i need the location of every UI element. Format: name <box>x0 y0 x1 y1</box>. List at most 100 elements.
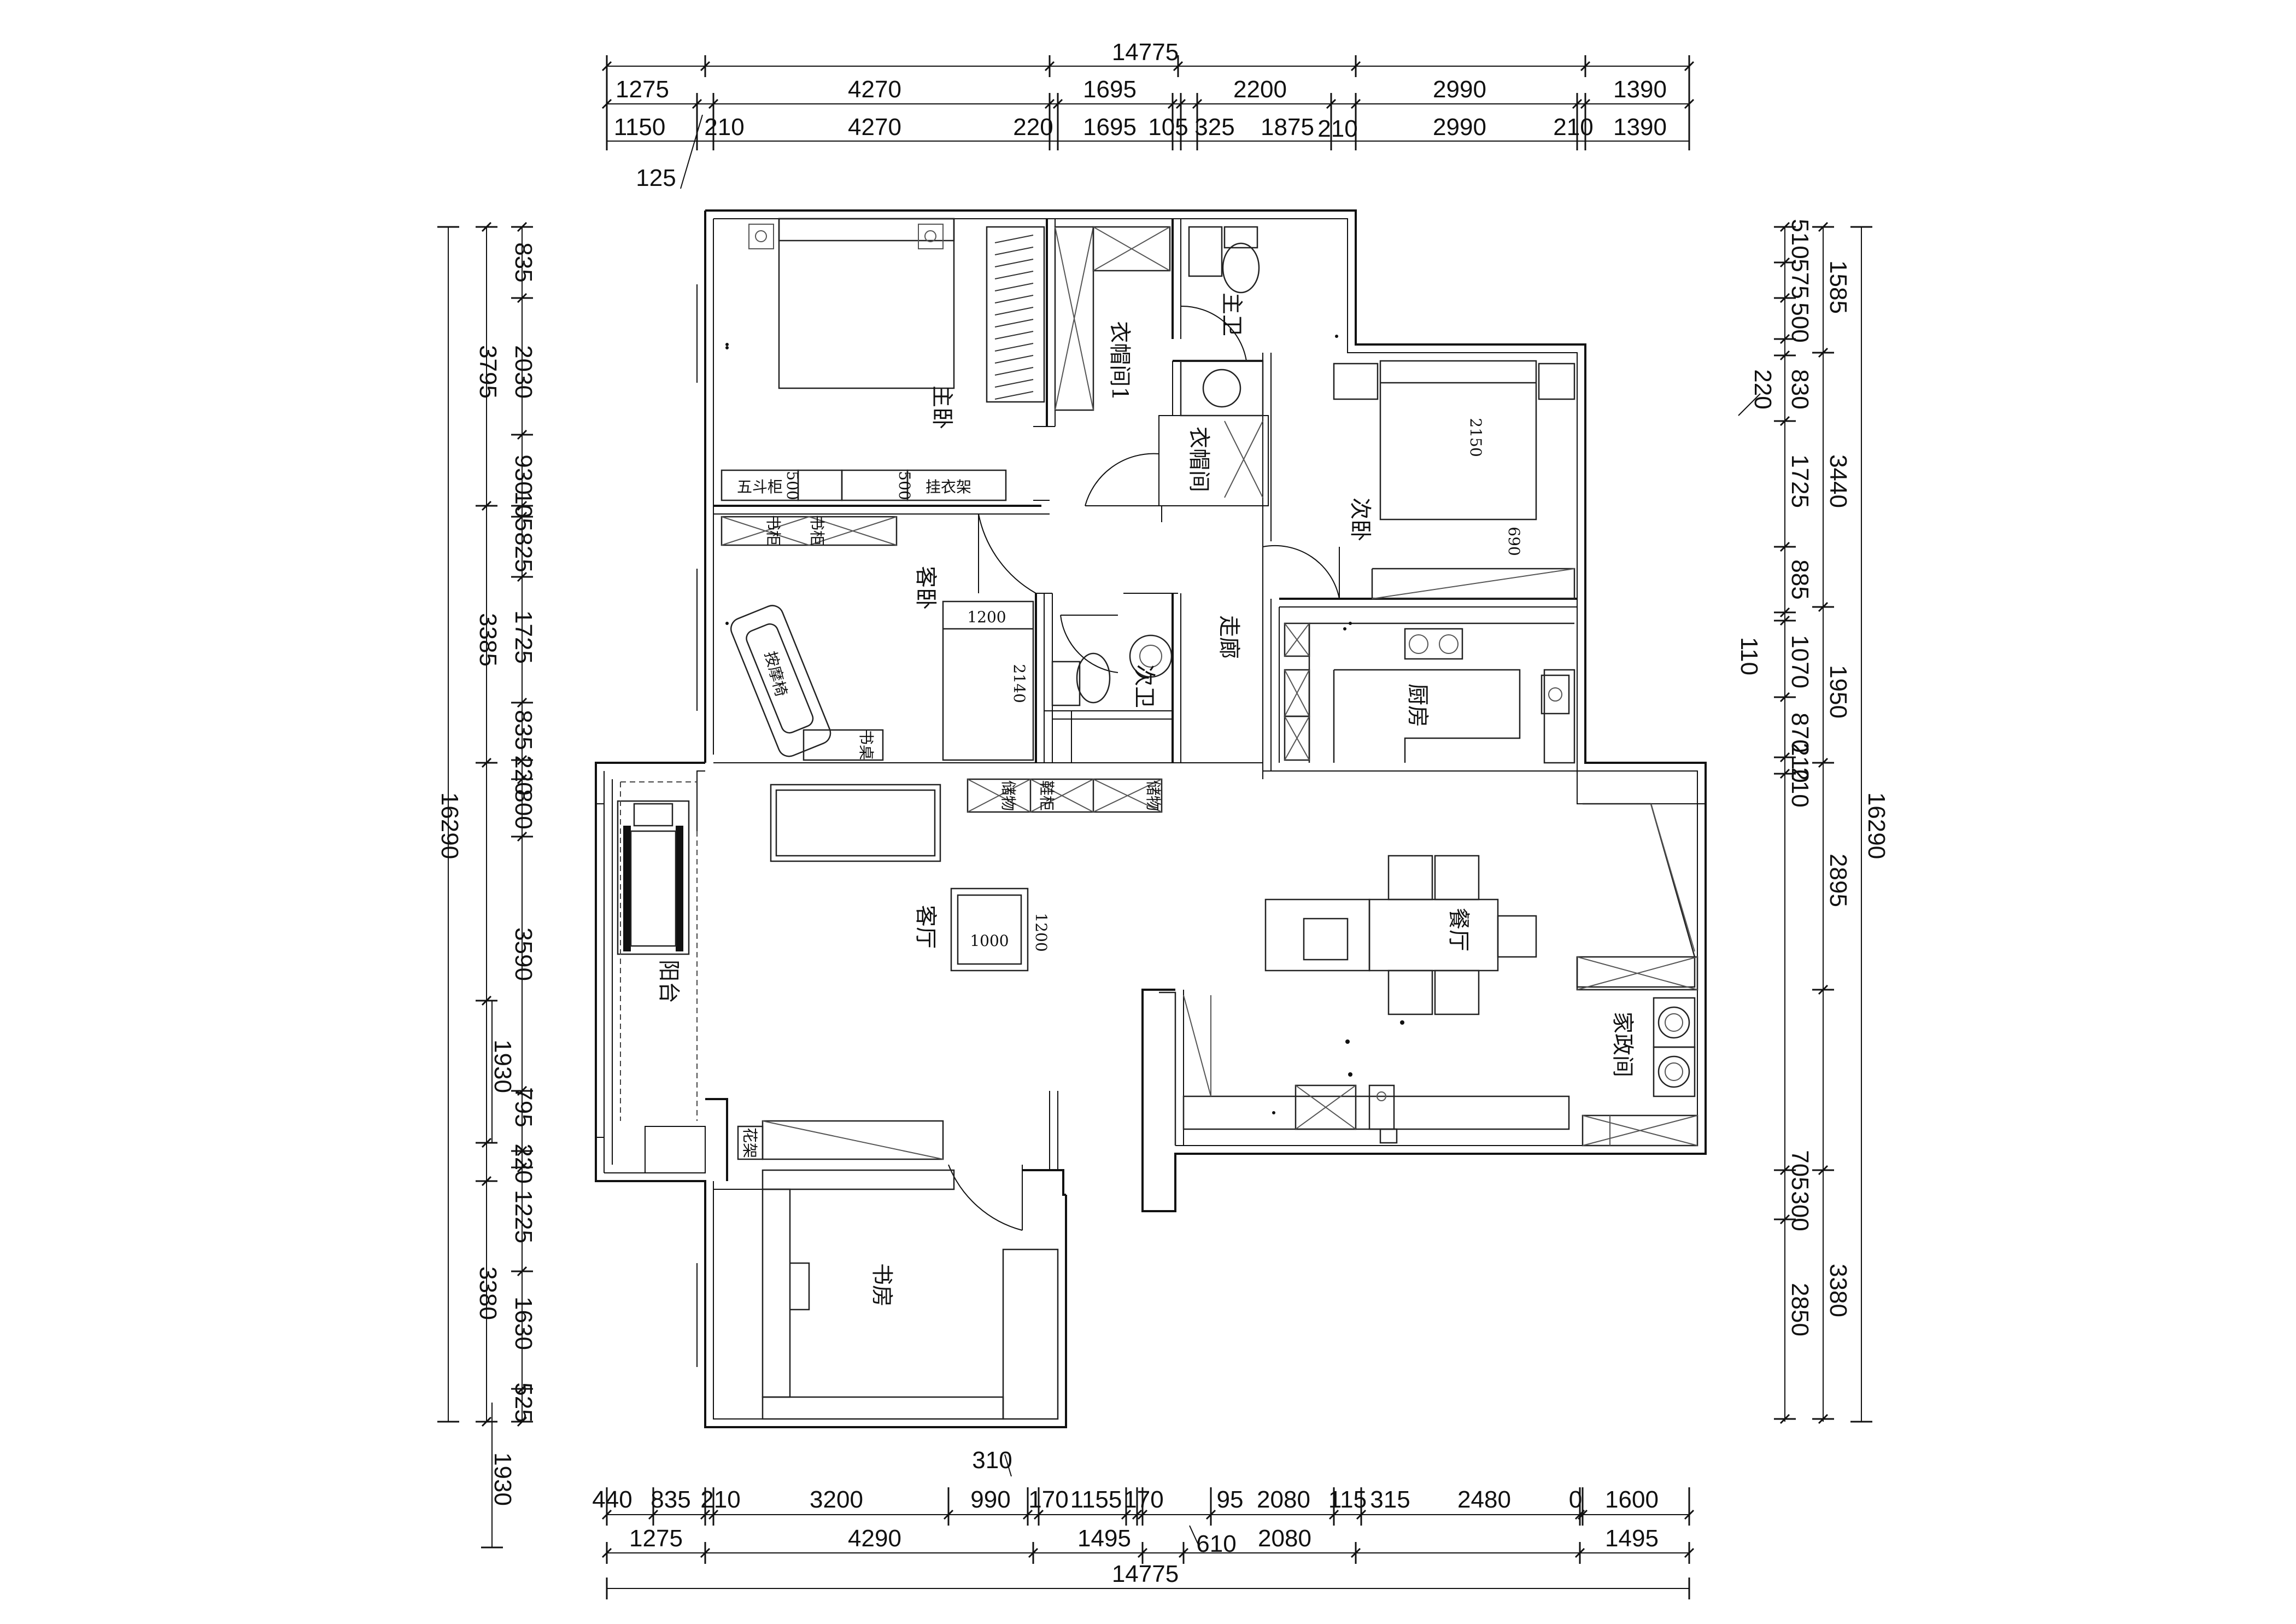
dim-left-inner: 1225 <box>510 1190 537 1243</box>
dim-right-inner: 500 <box>1787 302 1813 342</box>
dimension-tick <box>517 1416 528 1427</box>
dim-bottom-row2: 1495 <box>1077 1525 1131 1552</box>
dimension-tick <box>1121 1509 1132 1520</box>
dimension-tick <box>517 831 528 842</box>
room-label-master-bath: 主卫 <box>1219 293 1244 336</box>
wardrobe-hatch-line <box>994 295 1034 303</box>
dimension-tick <box>1350 98 1361 109</box>
dim-right-inner: 2850 <box>1787 1283 1813 1336</box>
label-500a: 500 <box>783 471 801 500</box>
dim-right-mid: 2895 <box>1825 854 1852 907</box>
dim-bottom-row1: 835 <box>651 1486 690 1513</box>
dim-top-row2: 325 <box>1194 114 1234 141</box>
dim-bottom-row1: 95 <box>1217 1486 1244 1513</box>
dim-left-inner: 220 <box>510 755 537 795</box>
dimension-tick <box>1326 98 1337 109</box>
dimension-tick <box>1818 984 1829 995</box>
dimension-tick <box>517 500 528 511</box>
dim-right-inner: 830 <box>1787 369 1813 409</box>
dimension-tick <box>1356 1509 1367 1520</box>
dimension-tick <box>1175 98 1186 109</box>
dimension-tick <box>1044 98 1055 109</box>
dimension-tick <box>1137 1547 1148 1558</box>
dim-right-inner: 1070 <box>1787 635 1813 688</box>
wardrobe-hatch-line <box>994 259 1034 267</box>
dimension-tick <box>700 1547 711 1558</box>
wardrobe-hatch-line <box>994 355 1034 364</box>
wardrobe-hatch-line <box>994 235 1034 243</box>
label-storage-a: 储物 <box>999 780 1017 811</box>
dim-bottom-row2: 2080 <box>1258 1525 1311 1552</box>
dim-right-inner: 705 <box>1787 1150 1813 1190</box>
label-table-depth: 1200 <box>1032 913 1050 951</box>
dim-right-inner: 220 <box>1749 369 1776 409</box>
dimension-tick <box>1205 1509 1216 1520</box>
dimension-tick <box>1818 347 1829 358</box>
dim-bottom-row1: 170 <box>1028 1486 1068 1513</box>
dimension-tick <box>1580 61 1591 72</box>
wardrobe-hatch-line <box>994 343 1034 352</box>
dimension-tick <box>708 98 719 109</box>
dim-right-total: 16290 <box>1863 792 1890 859</box>
dimension-tick <box>1779 334 1790 344</box>
dim-left-inner: 825 <box>510 532 537 572</box>
label-bed2-length: 2150 <box>1467 418 1485 457</box>
label-storage-c: 储物 <box>1144 780 1162 811</box>
dim-right-mid: 1585 <box>1825 260 1852 314</box>
dimension-tick <box>1028 1547 1039 1558</box>
wardrobe-hatch-line <box>994 319 1034 328</box>
wardrobe-hatch-line <box>994 331 1034 340</box>
dimension-tick <box>1779 1214 1790 1225</box>
dimension-tick <box>1779 607 1790 618</box>
dimension-tick <box>517 1383 528 1394</box>
dim-left-inner: 835 <box>510 242 537 282</box>
dimension-tick <box>1779 1165 1790 1176</box>
dim-bottom-row1: 315 <box>1370 1486 1410 1513</box>
label-bed2-width: 690 <box>1505 527 1523 556</box>
dim-right-inner: 1725 <box>1787 454 1813 508</box>
dimension-tick <box>1779 752 1790 763</box>
dim-bottom-row2: 610 <box>1196 1530 1236 1557</box>
dimension-tick <box>700 61 711 72</box>
dimension-tick <box>1132 1509 1143 1520</box>
dim-top-row1: 2200 <box>1233 76 1287 103</box>
dimension-tick <box>1350 1547 1361 1558</box>
label-storage-b: 鞋柜 <box>1038 780 1056 811</box>
dimension-tick <box>1818 601 1829 612</box>
dim-left-total: 16290 <box>436 792 463 859</box>
room-label-second-bedroom: 次卧 <box>1348 498 1373 541</box>
wardrobe-hatch-line <box>994 283 1034 291</box>
room-label-guest-bath: 次卫 <box>1132 664 1157 708</box>
wardrobe-hatch-line <box>994 271 1034 279</box>
dimension-tick <box>517 697 528 708</box>
dimension-tick <box>1779 416 1790 427</box>
label-sofa-length: 2140 <box>1010 664 1028 703</box>
dim-right-inner: 510 <box>1787 219 1813 259</box>
dim-left-mid: 1930 <box>489 1452 516 1506</box>
dim-bottom-row2: 4290 <box>848 1525 901 1552</box>
dim-bottom-row1: 1600 <box>1605 1486 1659 1513</box>
room-label-walkin-closet-1: 衣帽间1 <box>1107 321 1132 400</box>
dim-bottom-row1: 3200 <box>810 1486 863 1513</box>
dimension-tick <box>1192 98 1203 109</box>
dimension-tick <box>1167 98 1178 109</box>
dim-bottom-row2: 1495 <box>1605 1525 1659 1552</box>
dim-left-mid: 3380 <box>475 1266 501 1320</box>
dimension-tick <box>1779 768 1790 779</box>
dim-right-inner: 885 <box>1787 559 1813 599</box>
dim-bottom-row1: 170 <box>1123 1486 1163 1513</box>
dimension-tick <box>1137 1509 1148 1520</box>
wardrobe-hatch-line <box>994 379 1034 388</box>
dim-bottom-extra: 310 <box>972 1447 1012 1474</box>
dimension-tick <box>481 500 492 511</box>
dim-right-inner: 110 <box>1736 637 1762 675</box>
dim-right-mid: 3440 <box>1825 454 1852 508</box>
dim-top-row1: 1275 <box>616 76 669 103</box>
dim-bottom-row1: 210 <box>700 1486 740 1513</box>
dim-top-row1: 1695 <box>1083 76 1137 103</box>
wardrobe-hatch-line <box>994 307 1034 316</box>
room-label-walkin-closet: 衣帽间 <box>1186 427 1211 492</box>
dim-right-inner: 210 <box>1787 743 1813 782</box>
furniture <box>617 218 1698 1420</box>
dimension-tick <box>517 571 528 582</box>
